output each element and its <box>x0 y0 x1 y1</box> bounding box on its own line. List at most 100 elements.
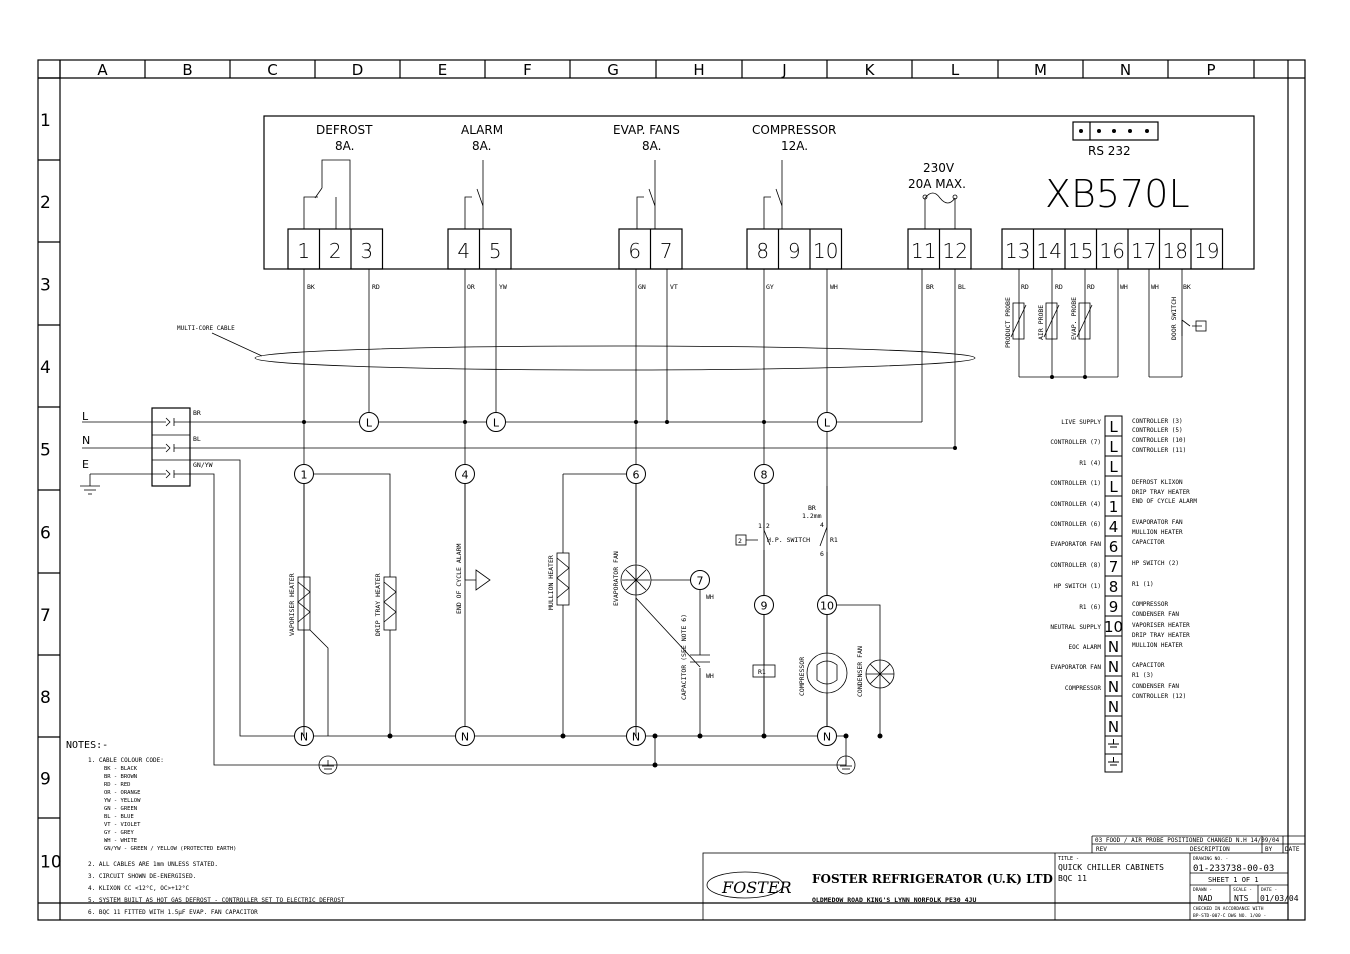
row-label: 2 <box>40 193 51 213</box>
product-probe-label: PRODUCT PROBE <box>1004 297 1012 348</box>
fine-print-1: CHECKED IN ACCORDANCE WITH <box>1193 906 1264 912</box>
legend-block-9: 9 <box>1109 598 1119 616</box>
legend-left-entry: EOC ALARM <box>1068 644 1101 651</box>
column-label: H <box>693 61 704 79</box>
legend-left-entry: EVAPORATOR FAN <box>1050 664 1101 671</box>
relay-compressor-rating: 12A. <box>781 139 808 153</box>
terminal-marker: L <box>493 417 500 430</box>
relay-defrost-label: DEFROST <box>316 123 373 137</box>
terminal-17: 17 <box>1131 239 1156 263</box>
legend-block-6: 6 <box>1109 538 1119 556</box>
legend-right-entry: CONDENSER FAN <box>1132 611 1179 618</box>
colour-code: GY - GREY <box>104 830 134 836</box>
revision-row: 03 FOOD / AIR PROBE POSITIONED CHANGED N… <box>1095 837 1280 844</box>
legend-right-entry: CONTROLLER (10) <box>1132 437 1186 444</box>
scale-value: NTS <box>1234 894 1249 903</box>
legend-right-entry: EVAPORATOR FAN <box>1132 519 1183 526</box>
terminal-12: 12 <box>943 239 968 263</box>
row-label: 5 <box>40 441 51 461</box>
legend-right-entry: R1 (3) <box>1132 672 1154 679</box>
terminal-15: 15 <box>1068 239 1093 263</box>
legend-left-entry: NEUTRAL SUPPLY <box>1050 624 1101 631</box>
legend-left-entry: COMPRESSOR <box>1065 685 1102 692</box>
legend-left-entry: R1 (4) <box>1079 460 1101 467</box>
svg-text:WH: WH <box>830 283 838 291</box>
column-label: G <box>607 61 619 79</box>
svg-text:BK: BK <box>307 283 315 291</box>
legend-right-entry: VAPORISER HEATER <box>1132 622 1190 629</box>
column-label: N <box>1120 61 1131 79</box>
legend-right-entry: CAPACITOR <box>1132 662 1165 669</box>
date-header: DATE <box>1285 846 1300 853</box>
terminal-19: 19 <box>1194 239 1219 263</box>
drip-tray-heater-label: DRIP TRAY HEATER <box>374 573 382 636</box>
br-wire-label: BR <box>193 409 201 417</box>
legend-right-entry: CONTROLLER (3) <box>1132 418 1183 425</box>
terminal-marker: L <box>824 417 831 430</box>
earth-symbols <box>318 755 856 775</box>
sheet-number: SHEET 1 OF 1 <box>1208 876 1259 884</box>
colour-code: GN - GREEN <box>104 806 137 812</box>
column-label: C <box>267 61 277 79</box>
legend-block-N: N <box>1108 718 1119 736</box>
svg-text:WH: WH <box>1151 283 1159 291</box>
row-label: 9 <box>40 770 51 790</box>
relay-contacts <box>303 159 956 229</box>
relay-alarm-rating: 8A. <box>472 139 491 153</box>
legend-right-entry: MULLION HEATER <box>1132 642 1183 649</box>
date-label: DATE - <box>1261 887 1277 893</box>
svg-text:VT: VT <box>670 283 678 291</box>
terminal-marker: 6 <box>633 469 640 482</box>
terminal-11: 11 <box>911 239 936 263</box>
fine-print-2: BP-STD-007-C DWG NO. 1/00 - <box>1193 913 1266 919</box>
company-address: OLDMEDOW ROAD KING'S LYNN NORFOLK PE30 4… <box>812 896 976 904</box>
terminal-marker: 9 <box>761 600 768 613</box>
drawing-number: 01-233738-00-03 <box>1193 864 1274 874</box>
terminal-16: 16 <box>1100 239 1125 263</box>
column-label: M <box>1034 61 1047 79</box>
legend-block-10: 10 <box>1104 618 1123 636</box>
r1-contact-label: R1 <box>830 536 838 544</box>
svg-text:OR: OR <box>467 283 475 291</box>
svg-text:BK: BK <box>1183 283 1191 291</box>
capacitor-label: CAPACITOR (SEE NOTE 6) <box>680 614 688 700</box>
terminal-18: 18 <box>1163 239 1188 263</box>
svg-text:YW: YW <box>499 283 507 291</box>
legend-right-entry: HP SWITCH (2) <box>1132 560 1179 567</box>
terminal-marker: 8 <box>761 469 768 482</box>
terminal-marker: N <box>300 731 308 744</box>
svg-text:RD: RD <box>1055 283 1063 291</box>
column-label: L <box>951 61 960 79</box>
earth-label: E <box>82 458 89 471</box>
terminal-marker: 1 <box>301 469 308 482</box>
svg-text:2. ALL CABLES ARE 1mm UNLESS S: 2. ALL CABLES ARE 1mm UNLESS STATED. <box>88 861 218 868</box>
column-label: P <box>1206 61 1215 79</box>
live-label: L <box>82 410 89 423</box>
terminal-6: 6 <box>628 239 641 263</box>
svg-text:1. CABLE COLOUR CODE:: 1. CABLE COLOUR CODE: <box>88 757 164 764</box>
legend-right-entry: CONTROLLER (11) <box>1132 447 1186 454</box>
svg-text:BL: BL <box>958 283 966 291</box>
colour-code: OR - ORANGE <box>104 790 140 796</box>
legend-block-4: 4 <box>1109 518 1119 536</box>
rs232-label: RS 232 <box>1088 144 1131 158</box>
legend-left-entry: CONTROLLER (6) <box>1050 521 1101 528</box>
condenser-fan-label: CONDENSER FAN <box>856 646 864 697</box>
bl-wire-label: BL <box>193 435 201 443</box>
svg-text:6. BQC 11 FITTED WITH 1.5µF EV: 6. BQC 11 FITTED WITH 1.5µF EVAP. FAN CA… <box>88 909 258 916</box>
neutral-label: N <box>82 434 90 447</box>
supply-terminal-block <box>151 407 191 487</box>
br-length: 1.2mm <box>802 512 822 520</box>
terminal-marker: 4 <box>462 469 469 482</box>
compressor-label: COMPRESSOR <box>798 657 806 696</box>
svg-text:GY: GY <box>766 283 774 291</box>
wire-colour-labels: BK RD OR YW GN VT GY WH BR BL RD RD RD W… <box>307 283 1191 291</box>
relay-evapfans-rating: 8A. <box>642 139 661 153</box>
company-name: FOSTER REFRIGERATOR (U.K) LTD <box>812 872 1053 886</box>
drawing-title: QUICK CHILLER CABINETS <box>1058 863 1164 872</box>
title-block-frame <box>702 835 1305 921</box>
terminal-9: 9 <box>788 239 801 263</box>
colour-code: BL - BLUE <box>104 814 134 820</box>
